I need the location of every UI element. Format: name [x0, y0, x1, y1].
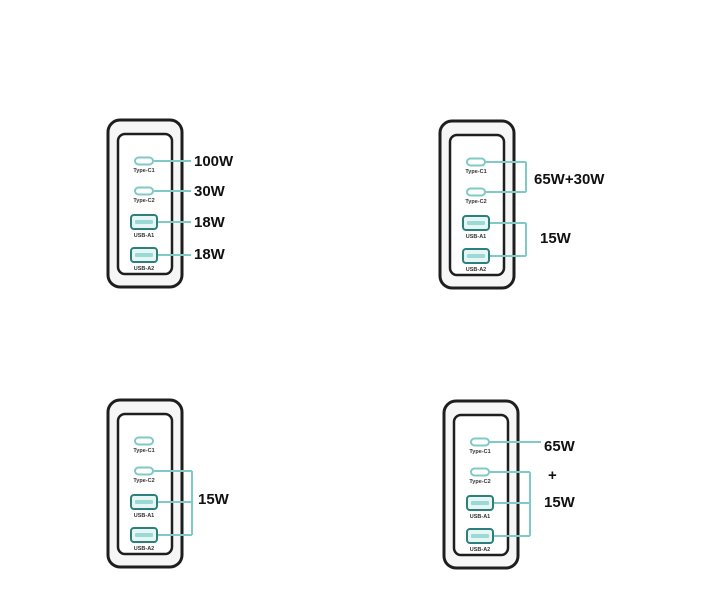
port-label: Type-C2: [133, 478, 154, 484]
port-label: USB-A2: [134, 546, 154, 552]
port-panel: [452, 413, 510, 557]
output-wattage: 18W: [194, 214, 226, 231]
plus-sign: +: [548, 467, 557, 484]
usb-c-port: [466, 157, 486, 167]
usb-c-port: [470, 437, 490, 447]
port-label: USB-A2: [466, 267, 486, 273]
port-label: USB-A1: [466, 234, 486, 240]
port-label: USB-A1: [134, 513, 154, 519]
output-wattage: 100W: [194, 153, 234, 170]
usb-a-port-tongue: [471, 534, 489, 538]
usb-c-port: [466, 187, 486, 197]
usb-c-port: [134, 436, 154, 446]
usb-a-port-tongue: [135, 500, 153, 504]
port-label: Type-C2: [469, 479, 490, 485]
port-label: Type-C2: [465, 199, 486, 205]
port-label: USB-A2: [134, 266, 154, 272]
output-wattage: 18W: [194, 246, 226, 263]
usb-c-port: [134, 466, 154, 476]
port-label: USB-A2: [470, 547, 490, 553]
output-wattage: 65W: [544, 438, 576, 455]
port-panel: [116, 132, 174, 276]
usb-a-port-tongue: [467, 221, 485, 225]
output-wattage: 15W: [544, 494, 576, 511]
usb-c-port: [470, 467, 490, 477]
usb-a-port-tongue: [135, 220, 153, 224]
usb-c-port: [134, 156, 154, 166]
port-label: Type-C1: [133, 448, 154, 454]
output-wattage: 15W: [540, 230, 572, 247]
output-wattage: 30W: [194, 183, 226, 200]
port-panel: [448, 133, 506, 277]
connector-bracket: [490, 222, 527, 257]
usb-a-port-tongue: [135, 533, 153, 537]
connector-bracket: [154, 470, 193, 536]
connector-bracket: [490, 471, 531, 537]
output-wattage: 65W+30W: [534, 171, 605, 188]
usb-c-port: [134, 186, 154, 196]
port-label: Type-C2: [133, 198, 154, 204]
output-wattage: 15W: [198, 491, 230, 508]
port-label: Type-C1: [133, 168, 154, 174]
port-label: USB-A1: [470, 514, 490, 520]
port-label: Type-C1: [465, 169, 486, 175]
port-label: Type-C1: [469, 449, 490, 455]
usb-a-port-tongue: [135, 253, 153, 257]
port-label: USB-A1: [134, 233, 154, 239]
connector-bracket: [486, 161, 527, 193]
usb-a-port-tongue: [467, 254, 485, 258]
usb-a-port-tongue: [471, 501, 489, 505]
port-panel: [116, 412, 174, 556]
